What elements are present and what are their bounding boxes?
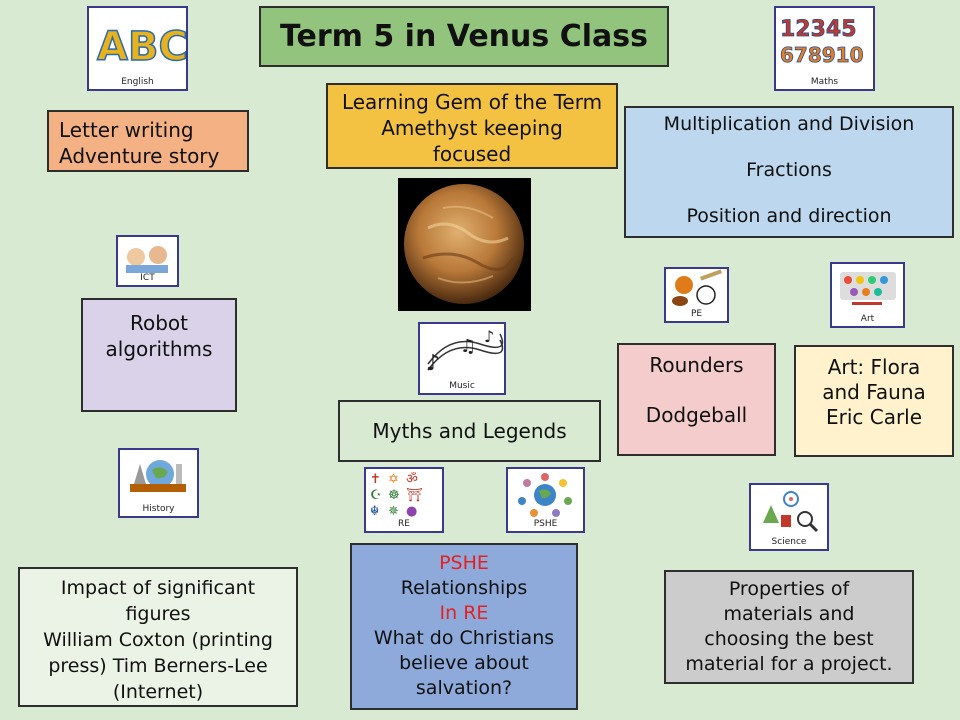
svg-text:✝: ✝ <box>370 472 381 487</box>
page-title: Term 5 in Venus Class <box>259 6 669 67</box>
science-icon-label: Science <box>771 537 807 547</box>
ict-icon: ICT <box>116 235 179 287</box>
science-line-3: choosing the best <box>704 628 874 650</box>
maths-icon: 12345 678910 Maths <box>774 6 875 91</box>
english-topic-2: Adventure story <box>59 144 220 168</box>
learning-gem-line-3: focused <box>432 142 512 166</box>
english-topics: Letter writing Adventure story <box>47 110 249 172</box>
art-topic-line-2: and Fauna <box>822 380 926 404</box>
learning-gem-heading: Learning Gem of the Term <box>341 90 603 114</box>
science-line-2: materials and <box>723 603 855 625</box>
english-icon: ABCs English <box>87 6 188 91</box>
svg-text:☬: ☬ <box>370 504 379 519</box>
pe-icon-label: PE <box>690 309 703 319</box>
pshe-topic: Relationships <box>400 577 528 599</box>
svg-text:☸: ☸ <box>388 488 400 503</box>
history-icon: History <box>118 448 199 518</box>
science-line-1: Properties of <box>728 578 850 600</box>
maths-topics: Multiplication and Division Fractions Po… <box>624 106 954 238</box>
history-line-1: Impact of significant <box>60 577 256 599</box>
svg-text:●: ● <box>406 504 417 519</box>
english-topic-1: Letter writing <box>59 118 194 142</box>
learning-gem-line-2: Amethyst keeping <box>381 116 563 140</box>
svg-text:✵: ✵ <box>388 504 399 519</box>
venus-planet-image <box>398 178 531 311</box>
maths-topic-2: Fractions <box>746 159 832 181</box>
ict-icon-label: ICT <box>140 273 155 283</box>
re-icon: ✝ ✡ ॐ ☪ ☸ ⛩ ☬ ✵ ● RE <box>364 467 444 533</box>
english-icon-label: English <box>121 77 154 87</box>
re-topic-line-3: salvation? <box>415 677 513 699</box>
re-icon-label: RE <box>398 519 410 529</box>
science-icon: Science <box>749 483 829 551</box>
ict-topics: Robot algorithms <box>81 298 237 412</box>
svg-text:♪: ♪ <box>484 327 494 346</box>
svg-text:ॐ: ॐ <box>406 472 418 487</box>
history-icon-label: History <box>142 504 175 514</box>
art-topics: Art: Flora and Fauna Eric Carle <box>794 345 954 457</box>
re-topic-line-1: What do Christians <box>373 627 555 649</box>
svg-text:⛩: ⛩ <box>406 487 423 503</box>
science-topics: Properties of materials and choosing the… <box>664 570 914 684</box>
ict-topic-line-2: algorithms <box>105 337 213 361</box>
art-topic-line-3: Eric Carle <box>825 405 923 429</box>
learning-gem-box: Learning Gem of the Term Amethyst keepin… <box>326 83 618 169</box>
english-icon-letters: ABCs <box>97 24 186 70</box>
history-line-4: press) Tim Berners-Lee <box>48 655 268 677</box>
history-line-3: William Coxton (printing <box>43 629 273 651</box>
pe-topic-1: Rounders <box>649 353 744 377</box>
topic-title: Myths and Legends <box>372 419 567 443</box>
svg-text:☪: ☪ <box>370 488 382 503</box>
topic-box: Myths and Legends <box>338 400 601 462</box>
music-icon-label: Music <box>449 381 475 391</box>
pe-topics: Rounders Dodgeball <box>617 343 776 456</box>
music-icon: ♪ ♫ ♪ Music <box>418 322 506 395</box>
svg-text:✡: ✡ <box>388 472 399 487</box>
maths-topic-1: Multiplication and Division <box>663 113 915 135</box>
art-icon: Art <box>830 262 905 328</box>
science-line-4: material for a project. <box>685 653 893 675</box>
pshe-icon: PSHE <box>506 467 585 533</box>
maths-icon-numbers: 12345 <box>780 17 857 42</box>
pshe-heading: PSHE <box>439 552 489 574</box>
re-topic-line-2: believe about <box>399 652 529 674</box>
svg-text:♫: ♫ <box>460 336 476 357</box>
svg-text:678910: 678910 <box>780 43 864 67</box>
history-line-2: figures <box>125 603 191 625</box>
art-topic-line-1: Art: Flora <box>827 355 921 379</box>
pshe-re-topics: PSHE Relationships In RE What do Christi… <box>350 543 578 710</box>
pshe-icon-label: PSHE <box>533 519 558 529</box>
history-line-5: (Internet) <box>112 681 204 703</box>
re-heading: In RE <box>439 602 489 624</box>
page-title-text: Term 5 in Venus Class <box>280 19 648 54</box>
art-icon-label: Art <box>860 314 875 324</box>
history-topics: Impact of significant figures William Co… <box>18 567 298 707</box>
ict-topic-line-1: Robot <box>129 311 188 335</box>
pe-topic-2: Dodgeball <box>645 403 748 427</box>
maths-topic-3: Position and direction <box>686 205 892 227</box>
pe-icon: PE <box>664 267 729 323</box>
svg-text:♪: ♪ <box>426 351 440 376</box>
maths-icon-label: Maths <box>810 77 839 87</box>
